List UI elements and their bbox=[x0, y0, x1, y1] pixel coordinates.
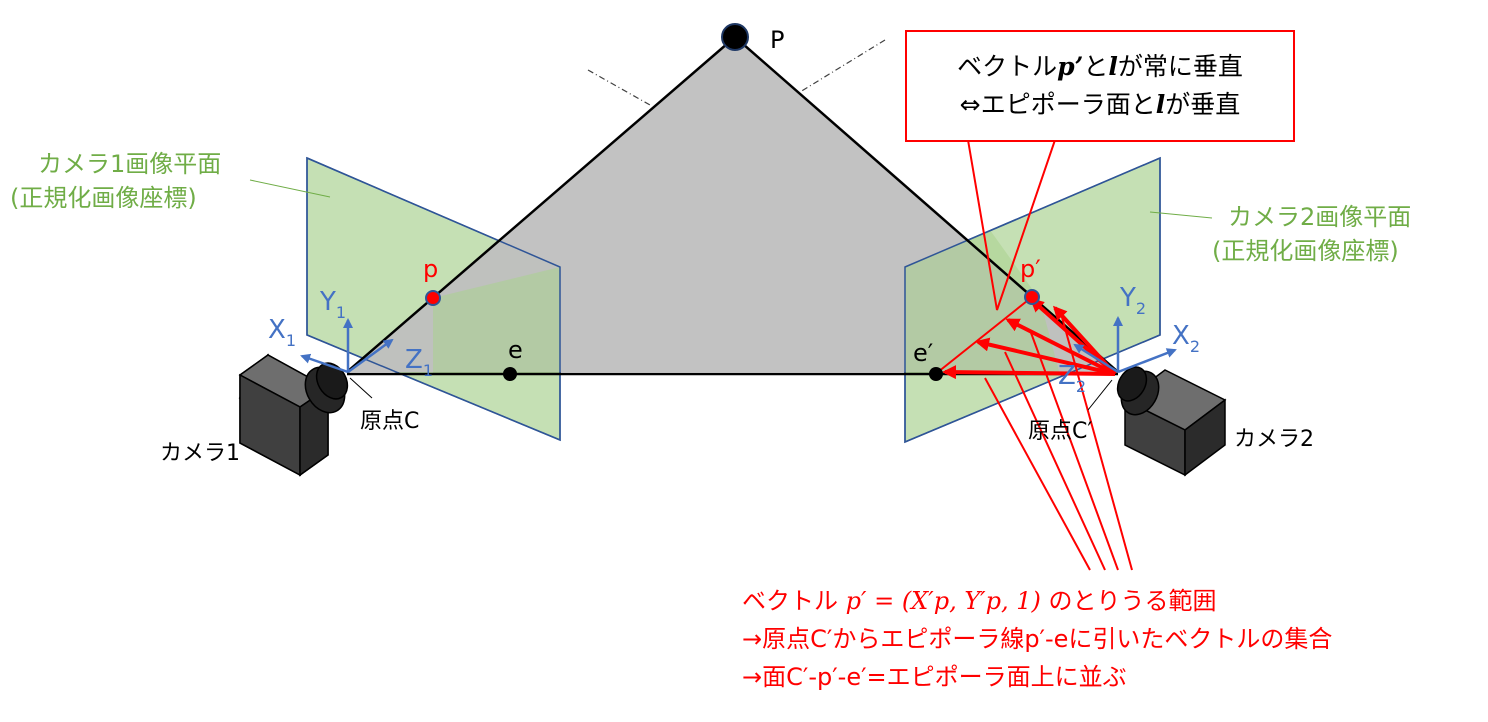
note-line1-mid: と bbox=[1083, 52, 1109, 81]
camera2-axis-x-sub: 2 bbox=[1190, 337, 1200, 356]
camera2-axis-z-sub: 2 bbox=[1076, 377, 1086, 396]
camera1-axis-y-letter: Y bbox=[319, 287, 336, 317]
range-line1-pre: ベクトル bbox=[742, 587, 838, 615]
camera2-axis-y-sub: 2 bbox=[1136, 299, 1146, 318]
note-vector-p-prime: p’ bbox=[1057, 52, 1084, 81]
camera2-plane-label-line2: (正規化画像座標) bbox=[1212, 237, 1399, 265]
camera2-icon bbox=[1116, 366, 1227, 477]
range-leader-2 bbox=[1004, 351, 1106, 571]
label-P: P bbox=[770, 26, 784, 54]
camera2-plane-overlap bbox=[905, 230, 1060, 375]
range-line-1: ベクトル p′ = (X′p, Y′p, 1) のとりうる範囲 bbox=[742, 582, 1332, 620]
point-p bbox=[425, 290, 441, 306]
note-line-2: ⇔エピポーラ面とlが垂直 bbox=[960, 86, 1240, 124]
camera2-axis-z-letter: Z bbox=[1058, 361, 1076, 391]
point-P bbox=[721, 23, 749, 51]
extension-line-left bbox=[587, 69, 651, 106]
camera1-axis-x-sub: 1 bbox=[286, 331, 296, 350]
vector-range-3 bbox=[1005, 318, 1116, 376]
range-line-3: →面C′-p′-e′=エピポーラ面上に並ぶ bbox=[742, 663, 1127, 691]
note-line-1: ベクトルp’とlが常に垂直 bbox=[957, 48, 1243, 86]
range-leader-3 bbox=[1029, 329, 1119, 571]
range-leader-1 bbox=[984, 377, 1091, 571]
camera1-axis-x-letter: X bbox=[268, 315, 286, 345]
note-line2-pre: ⇔エピポーラ面と bbox=[959, 90, 1156, 119]
camera2-axis-x-arrow bbox=[1117, 348, 1177, 374]
point-p-prime bbox=[1024, 289, 1040, 305]
camera1-plane-label-line2: (正規化画像座標) bbox=[10, 184, 197, 212]
origin-c-prime-leader bbox=[1087, 379, 1113, 411]
camera1-plane-outline bbox=[306, 156, 561, 442]
origin-c-leader bbox=[349, 377, 373, 399]
camera1-icon bbox=[238, 353, 349, 477]
camera1-axis-y-sub: 1 bbox=[336, 303, 346, 322]
camera2-plane-outline bbox=[904, 156, 1161, 444]
camera1-plane-label-line1: カメラ1画像平面 bbox=[38, 150, 221, 178]
camera1-name: カメラ1 bbox=[160, 441, 240, 466]
vector-range-explanation: ベクトル p′ = (X′p, Y′p, 1) のとりうる範囲 →原点C′からエ… bbox=[742, 582, 1332, 696]
range-line-2: →原点C′からエピポーラ線p′-eに引いたベクトルの集合 bbox=[742, 625, 1333, 653]
camera1-plane-overlap bbox=[433, 267, 560, 375]
camera2-axis-x-letter: X bbox=[1172, 321, 1190, 351]
camera2-plane-label-line1: カメラ2画像平面 bbox=[1228, 203, 1411, 231]
camera2-name: カメラ2 bbox=[1234, 427, 1314, 452]
camera2-origin-label: 原点C′ bbox=[1028, 419, 1092, 444]
note-vector-l: l bbox=[1108, 52, 1118, 81]
point-e-prime bbox=[929, 367, 943, 381]
camera2-axis-z-label: Z2 bbox=[1058, 361, 1086, 396]
camera2-axis-z-arrow bbox=[1073, 343, 1119, 374]
perpendicular-note-box: ベクトルp’とlが常に垂直 ⇔エピポーラ面とlが垂直 bbox=[905, 30, 1295, 142]
plane2-leader-line bbox=[1149, 211, 1213, 219]
label-e: e bbox=[508, 336, 523, 364]
camera1-origin-label: 原点C bbox=[360, 409, 419, 434]
vector-range-2 bbox=[975, 337, 1116, 376]
range-line1-math: p′ = (X′p, Y′p, 1) bbox=[845, 587, 1041, 615]
note-line2-l: l bbox=[1155, 90, 1166, 119]
camera1-axis-z-arrow bbox=[347, 338, 394, 374]
camera1-axis-z-sub: 1 bbox=[423, 361, 433, 380]
camera1-axis-z-letter: Z bbox=[405, 345, 423, 375]
label-p-prime: p′ bbox=[1020, 255, 1041, 283]
epipolar-line bbox=[937, 296, 1033, 373]
note-line2-post: が垂直 bbox=[1165, 90, 1241, 119]
ray-C-P bbox=[346, 36, 736, 373]
camera1-axis-x-arrow bbox=[300, 353, 349, 374]
extension-line-right bbox=[799, 39, 886, 93]
point-e bbox=[503, 367, 517, 381]
camera2-axis-y-label: Y2 bbox=[1119, 283, 1146, 318]
note-line1-post: が常に垂直 bbox=[1117, 52, 1243, 81]
camera1-axis-y-label: Y1 bbox=[319, 287, 346, 322]
camera1-axis-z-label: Z1 bbox=[405, 345, 433, 380]
plane1-leader-line bbox=[249, 179, 331, 198]
label-p: p bbox=[423, 255, 438, 283]
camera2-axis-x-label: X2 bbox=[1172, 321, 1200, 356]
range-line1-post: のとりうる範囲 bbox=[1048, 587, 1217, 615]
note-line1-pre: ベクトル bbox=[957, 52, 1058, 81]
camera1-axis-x-label: X1 bbox=[268, 315, 296, 350]
camera2-axis-y-letter: Y bbox=[1119, 283, 1136, 313]
label-e-prime: e′ bbox=[913, 339, 933, 367]
vector-to-e-prime bbox=[942, 365, 1116, 380]
